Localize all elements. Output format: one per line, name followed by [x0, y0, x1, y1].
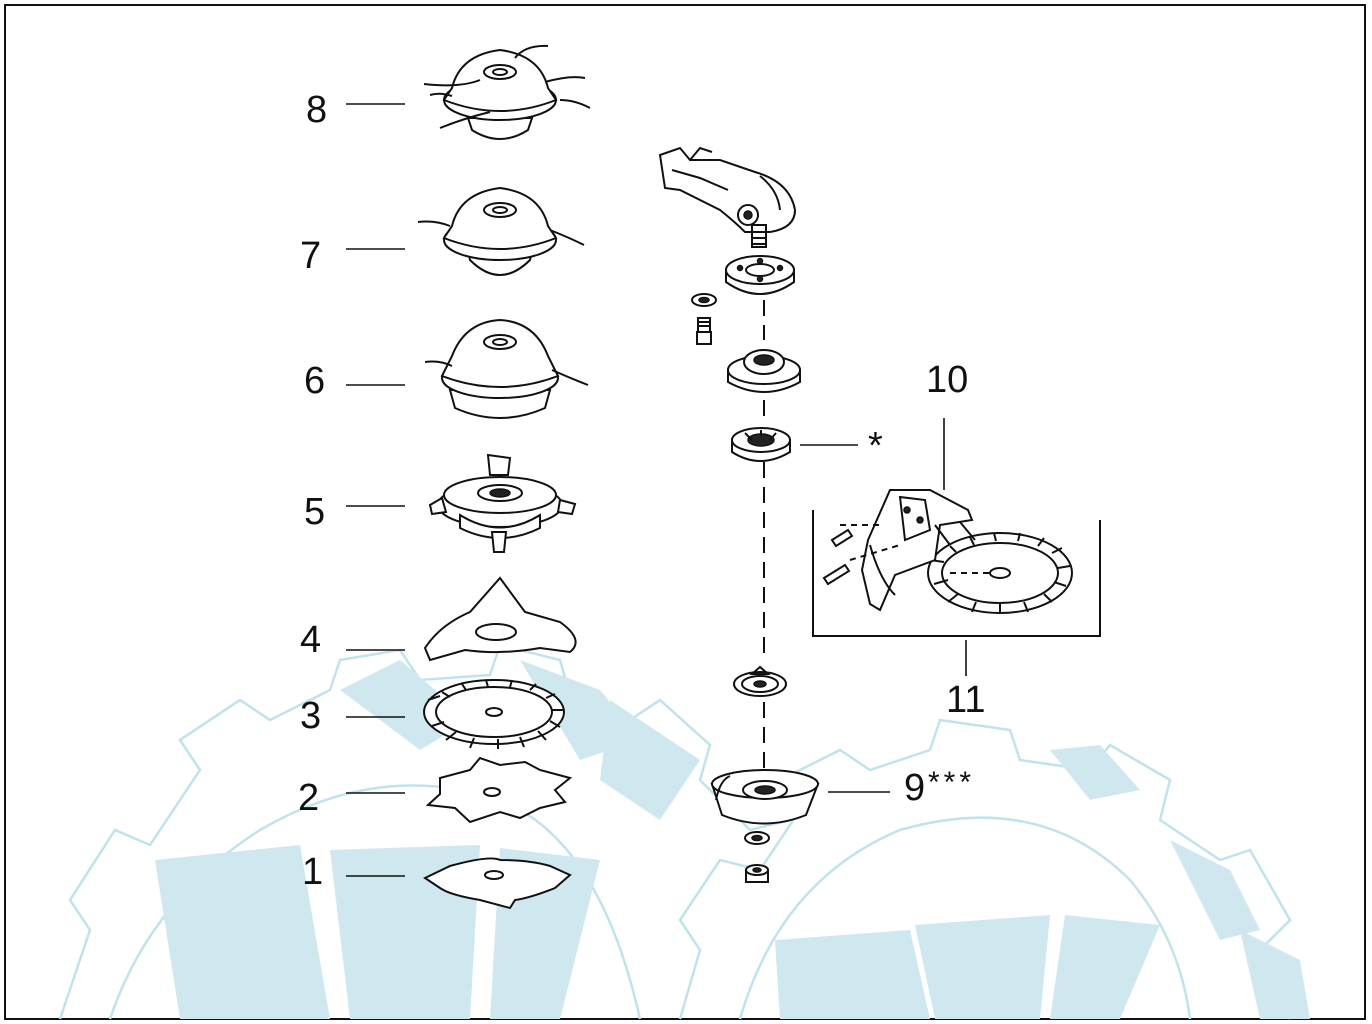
- watermark-logo: [58, 643, 1310, 1020]
- trimmer-head-6: [424, 318, 589, 419]
- label-4: 4: [300, 619, 321, 661]
- gearbox-assembly: [658, 146, 797, 248]
- label-7: 7: [300, 235, 321, 277]
- label-2: 2: [298, 777, 319, 819]
- leader-lines: [346, 103, 967, 877]
- blade-holder-5: [428, 453, 577, 553]
- four-point-blade-1: [422, 857, 572, 910]
- trimmer-head-7: [417, 186, 585, 276]
- label-9-stars: ***: [928, 766, 975, 799]
- shield-bracket-10: [822, 489, 990, 612]
- saw-blade-kit-11: [812, 510, 1101, 637]
- label-8: 8: [306, 89, 327, 131]
- small-nut: [691, 293, 717, 345]
- label-11: 11: [946, 679, 985, 721]
- thrust-washer-star: [731, 427, 791, 462]
- label-3: 3: [300, 695, 321, 737]
- label-5: 5: [304, 491, 325, 533]
- flange-washer: [725, 255, 795, 295]
- washer-and-nut: [744, 831, 770, 883]
- three-tooth-blade-4: [423, 576, 577, 662]
- protective-cup-9: [710, 769, 820, 825]
- saw-blade-3: [423, 679, 565, 749]
- label-star: *: [868, 425, 883, 467]
- four-tooth-blade-2: [425, 756, 573, 824]
- label-1: 1: [302, 851, 323, 893]
- label-10: 10: [926, 359, 968, 401]
- page-border: [4, 4, 1366, 1020]
- trimmer-head-8: [423, 44, 591, 140]
- label-9: 9: [904, 767, 925, 809]
- label-6: 6: [304, 360, 325, 402]
- cup-washer: [733, 665, 787, 697]
- bearing-hub: [727, 349, 801, 393]
